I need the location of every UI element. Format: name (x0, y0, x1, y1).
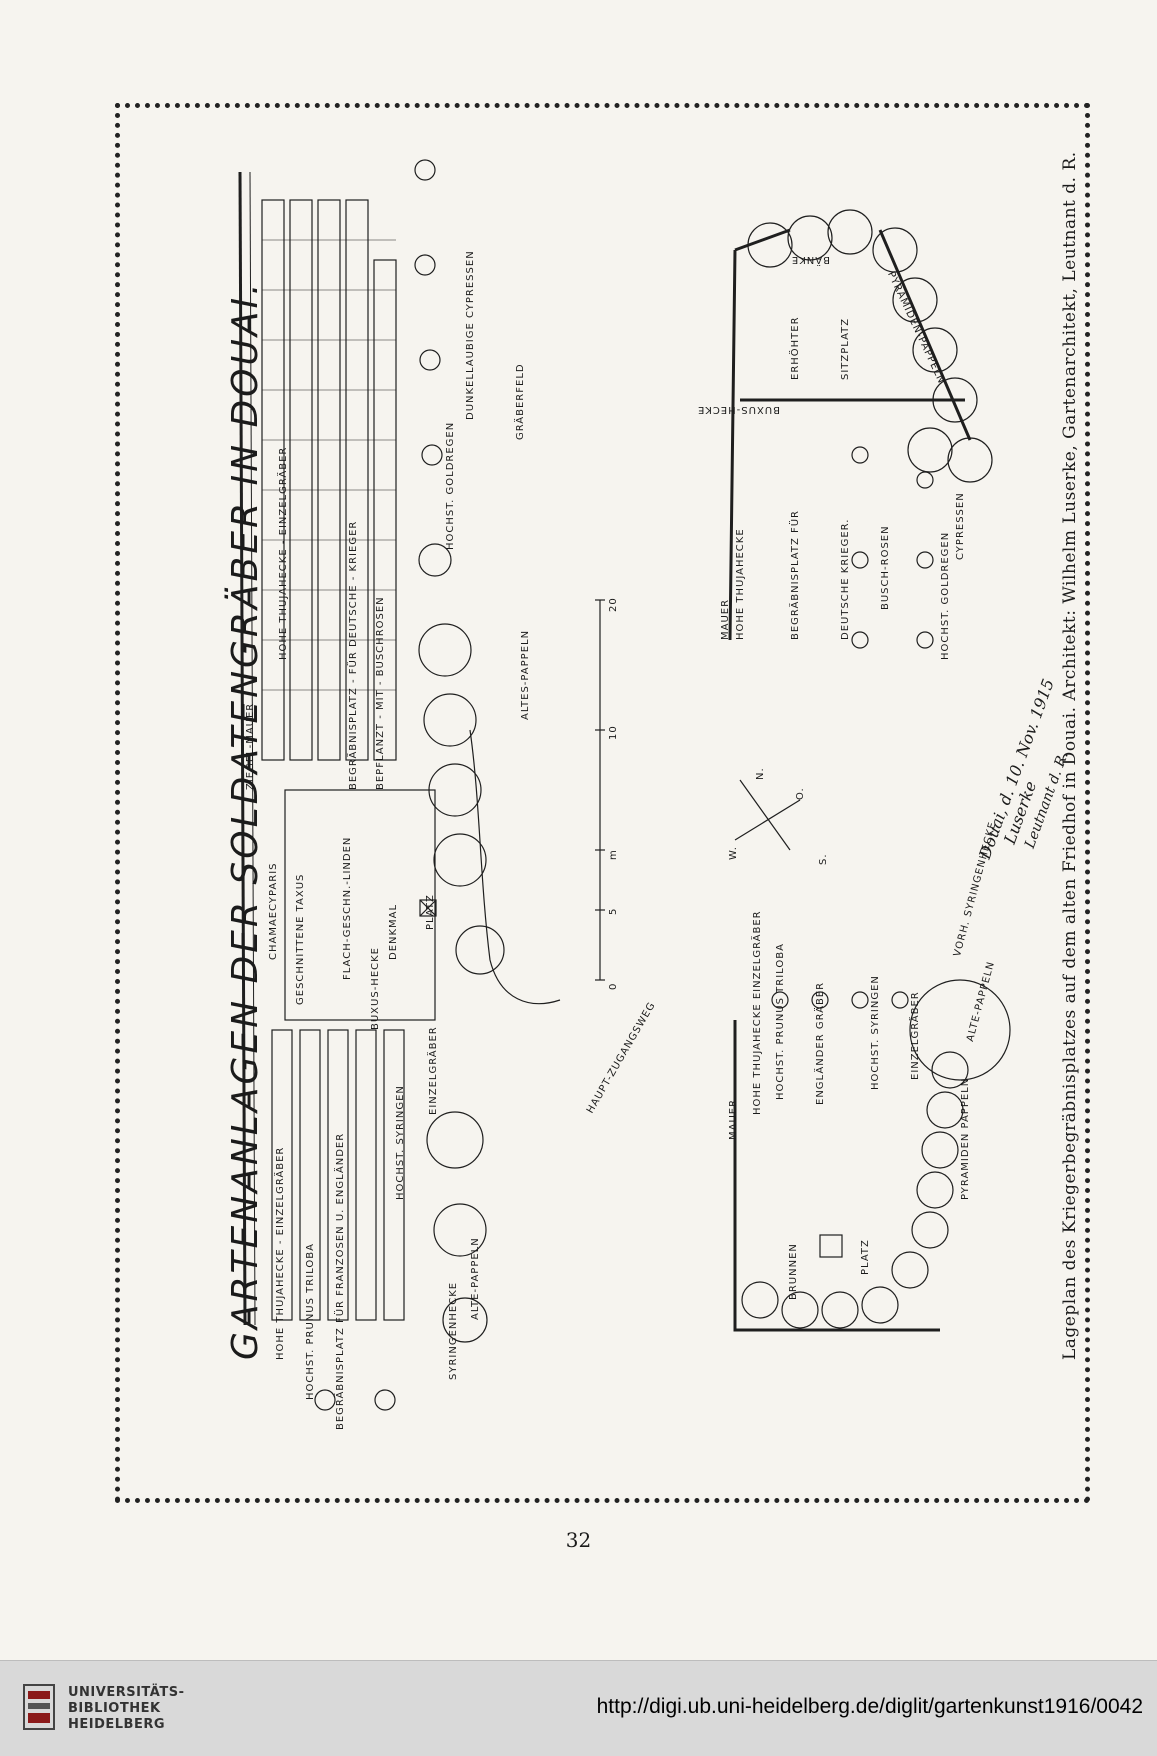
dotted-frame (115, 103, 1090, 1503)
plan-title: GARTENANLAGEN DER SOLDATENGRÄBER IN DOUA… (225, 280, 266, 1360)
inset-top-buxus-hecke: BUXUS-HECKE (696, 404, 780, 415)
source-url-link[interactable]: http://digi.ub.uni-heidelberg.de/diglit/… (596, 1695, 1143, 1718)
label-chamaecyparis: CHAMAECYPARIS (268, 862, 279, 960)
label-begraebnisplatz-deutsche: BEGRÄBNISPLATZ - FÜR DEUTSCHE - KRIEGER (348, 520, 359, 790)
site-plan-drawing (238, 159, 1011, 1411)
label-ziegel-mauer: ZIEGEL-MAUER (245, 702, 256, 790)
label-altes-pappeln: ALTES-PAPPELN (520, 629, 531, 720)
compass-s: S. (818, 853, 829, 865)
scale-label-0: 0 (608, 982, 619, 990)
inset-top-deutsche-krieger: DEUTSCHE KRIEGER. (840, 518, 851, 640)
label-einzelgraeber: EINZELGRÄBER (428, 1026, 439, 1115)
compass-n: N. (755, 767, 766, 780)
page-number: 32 (565, 1528, 592, 1552)
inset-top-busch-rosen: BUSCH-ROSEN (880, 525, 891, 610)
footer-bar: UNIVERSITÄTS- BIBLIOTHEK HEIDELBERG http… (0, 1660, 1157, 1756)
inset-bottom-thujahecke: HOHE THUJAHECKE EINZELGRÄBER (752, 910, 763, 1115)
heidelberg-logo-icon (23, 1684, 55, 1730)
library-name-line1: UNIVERSITÄTS- (68, 1685, 185, 1700)
document-page: GARTENANLAGEN DER SOLDATENGRÄBER IN DOUA… (115, 103, 1090, 1552)
compass-o: O. (795, 787, 806, 800)
label-buxus-hecke: BUXUS-HECKE (370, 946, 381, 1030)
label-geschnittene-taxus: GESCHNITTENE TAXUS (295, 873, 306, 1005)
label-denkmal: DENKMAL (388, 903, 399, 960)
inset-bottom-platz: PLATZ (860, 1239, 871, 1275)
inset-top-cypressen: CYPRESSEN (955, 492, 966, 560)
label-thujahecke-top: HOHE THUJAHECKE - EINZELGRÄBER (278, 446, 289, 660)
label-flach-geschn-linden: FLACH-GESCHN.-LINDEN (342, 836, 353, 980)
scale-label-m: m (608, 849, 619, 860)
compass-w: W. (728, 846, 739, 860)
label-cypressen: DUNKELLAUBIGE CYPRESSEN (465, 250, 476, 420)
library-name: UNIVERSITÄTS- BIBLIOTHEK HEIDELBERG (68, 1685, 184, 1733)
label-hochst-goldregen: HOCHST. GOLDREGEN (445, 421, 456, 550)
inset-top-thujahecke: HOHE THUJAHECKE (735, 528, 746, 640)
inset-top-begraebnisplatz: BEGRÄBNISPLATZ FÜR (790, 509, 801, 640)
label-alte-pappeln: ALTE-PAPPELN (470, 1237, 481, 1320)
inset-top-erhoehter: ERHÖHTER (790, 316, 801, 380)
scale-label-5: 5 (608, 907, 619, 915)
inset-bottom-prunus-triloba: HOCHST. PRUNUS TRILOBA (775, 943, 786, 1100)
inset-bottom-hochst-syringen: HOCHST. SYRINGEN (870, 975, 881, 1090)
inset-top-hochst-goldregen: HOCHST. GOLDREGEN (940, 531, 951, 660)
label-thujahecke-bottom: HOHE THUJAHECKE - EINZELGRÄBER (275, 1146, 286, 1360)
label-syringenhecke: SYRINGENHECKE (448, 1281, 459, 1380)
label-buschrosen: BEPFLANZT - MIT - BUSCHROSEN (375, 596, 386, 790)
inset-top-sitzplatz: SITZPLATZ (840, 317, 851, 380)
scale-label-10: 10 (608, 725, 619, 740)
inset-top-baenke: BÄNKE (790, 254, 830, 265)
library-name-line3: HEIDELBERG (68, 1717, 166, 1732)
inset-bottom-einzelgraeber: EINZELGRÄBER (910, 991, 921, 1080)
inset-bottom-brunnen: BRUNNEN (788, 1243, 799, 1300)
library-name-line2: BIBLIOTHEK (68, 1701, 161, 1716)
label-begraebnisplatz-franzosen: BEGRÄBNISPLATZ FÜR FRANZOSEN U. ENGLÄNDE… (335, 1132, 346, 1430)
scale-label-20: 20 (608, 597, 619, 612)
label-platz: PLATZ (425, 894, 436, 930)
label-hochst-syringen: HOCHST. SYRINGEN (395, 1085, 406, 1200)
inset-bottom-mauer: MAUER (728, 1098, 739, 1140)
inset-bottom-pyramiden-pappeln: PYRAMIDEN PAPPELN (960, 1077, 971, 1200)
label-prunus-triloba: HOCHST. PRUNUS TRILOBA (305, 1243, 316, 1400)
label-graeberfeld: GRÄBERFELD (515, 363, 526, 440)
inset-top-mauer: MAUER (720, 598, 731, 640)
inset-bottom-englaender-graeber: ENGLÄNDER GRÄBER (815, 981, 826, 1105)
figure-caption: Lageplan des Kriegerbegräbnisplatzes auf… (1060, 151, 1080, 1360)
